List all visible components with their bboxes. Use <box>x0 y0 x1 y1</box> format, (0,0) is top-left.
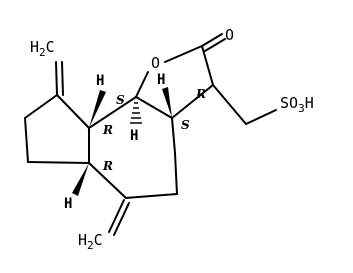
methylene-top-h: H <box>30 38 39 56</box>
bond-c3a-c9b <box>135 96 173 119</box>
h-c3a-label: H <box>157 72 165 88</box>
bond-c9b-c9a <box>88 96 137 129</box>
bond-c6a-c6 <box>88 162 127 199</box>
bond-c7-c6a-ring <box>27 161 90 164</box>
h-c9b-label: H <box>130 128 138 144</box>
bond-c3-c3a <box>171 84 214 119</box>
bond-carbonyl-2 <box>204 38 226 52</box>
bond-c2-c3 <box>201 45 214 86</box>
bond-c9a-c9 <box>56 94 90 129</box>
bond-o1-c2 <box>164 45 203 63</box>
methylene-bottom-h: H <box>78 231 87 249</box>
methylene-bottom-c: C <box>94 231 103 249</box>
bond-ch2-s <box>245 109 277 125</box>
bond-carbonyl-1 <box>201 33 223 47</box>
sulfonic-subscript: 3 <box>298 102 305 115</box>
bond-c9b-o1 <box>135 71 149 98</box>
wedge-c3a-h <box>162 87 172 118</box>
carbonyl-oxygen-label: O <box>225 26 234 44</box>
sulfonic-acid-label: SO3H <box>280 94 314 115</box>
bond-c6-methylene-2 <box>113 202 130 236</box>
sulfonic-so: SO <box>280 94 298 112</box>
bond-c5-c4 <box>174 152 178 195</box>
methylene-top-subscript: 2 <box>39 46 46 59</box>
stereo-c6a-label: R <box>102 159 113 173</box>
bond-c6-c5 <box>125 193 178 199</box>
h-c9a-label: H <box>96 73 104 89</box>
bond-c9-methylene-1 <box>55 61 58 96</box>
methylene-bottom-label: H2C <box>78 231 103 252</box>
h-c6a-label: H <box>64 196 72 212</box>
bond-c3-ch2 <box>212 84 247 125</box>
wedge-c6a-h <box>72 163 89 196</box>
bond-c9-c8 <box>24 94 58 119</box>
stereo-c9b-label: S <box>116 93 125 107</box>
ring-oxygen-label: O <box>151 54 160 72</box>
stereo-c3a-label: S <box>181 118 190 132</box>
methylene-top-c: C <box>46 38 55 56</box>
bond-c4-c3a <box>171 117 176 154</box>
sulfonic-h: H <box>305 94 314 112</box>
bond-c8-c7 <box>24 117 29 163</box>
stereo-c3-label: R <box>195 87 206 101</box>
bond-c6-methylene-1 <box>108 199 125 233</box>
hash-c9b-h <box>130 102 142 124</box>
bond-c9-methylene-2 <box>61 61 64 96</box>
wedge-c9a-h <box>89 90 106 128</box>
stereo-c9a-label: R <box>102 123 113 137</box>
methylene-top-label: H2C <box>30 38 55 59</box>
methylene-bottom-subscript: 2 <box>87 239 94 252</box>
